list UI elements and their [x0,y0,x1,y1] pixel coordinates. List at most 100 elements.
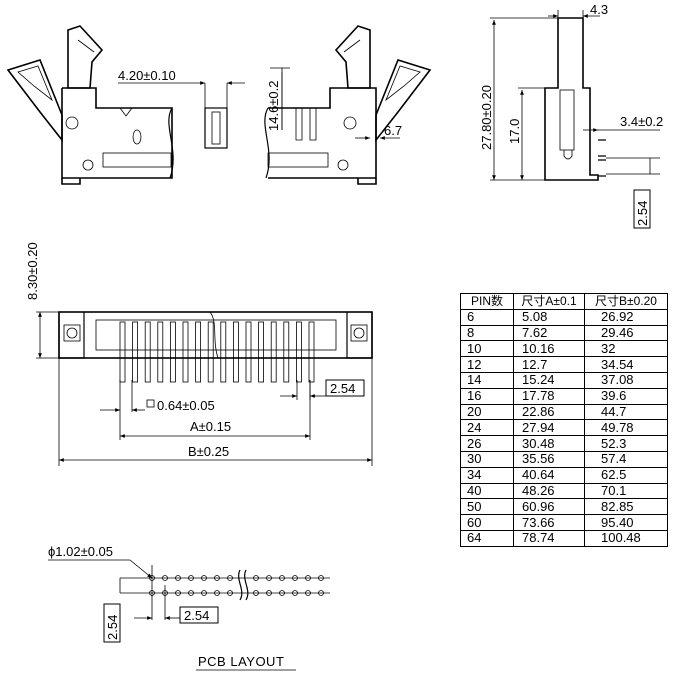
top-view: 4.20±0.10 14.6±0.2 6.7 [6,25,432,185]
cell-pin-count: 12 [460,356,514,373]
dim-b: B±0.25 [188,444,229,459]
pcb-hole [279,575,285,581]
front-pin [144,321,151,383]
pcb-hole [214,590,220,596]
right-latch-arm [334,25,371,89]
cell-dim-a: 27.94 [513,419,585,437]
dim-side-pin: 17.0 [507,119,522,144]
front-body [58,311,373,359]
cell-dim-b: 62.5 [584,466,668,484]
front-pin [195,321,202,383]
pcb-hole [266,590,272,596]
pcb-hole [162,575,168,581]
cell-dim-a: 78.74 [513,529,585,547]
front-pin [220,321,227,383]
pcb-hole [227,590,233,596]
dim-pin-size: 0.64±0.05 [157,398,215,413]
dim-front-pitch: 2.54 [330,381,355,396]
dim-front-height: 8.30±0.20 [25,242,40,300]
pcb-holes [149,575,324,596]
dim-side-width: 4.3 [590,2,608,17]
pcb-hole [201,590,207,596]
pcb-hole [162,590,168,596]
side-body [544,17,599,181]
front-pin [182,321,189,383]
pcb-hole [318,575,324,581]
header-dim-b: 尺寸B±0.20 [584,293,668,310]
dim-a: A±0.15 [190,419,231,434]
body-right [268,87,377,179]
side-view: 4.3 27.80±0.20 17.0 3.4±0.2 2.54 [479,2,663,229]
front-pin [283,321,290,383]
cell-dim-b: 32 [584,340,668,358]
front-pin [245,321,252,383]
cell-pin-count: 6 [460,308,514,326]
cell-pin-count: 20 [460,403,514,421]
cell-dim-b: 100.48 [584,529,668,547]
cell-pin-count: 10 [460,340,514,358]
cell-dim-b: 57.4 [584,450,668,468]
cell-dim-a: 10.16 [513,340,585,358]
pcb-hole [253,590,259,596]
pcb-hole [214,575,220,581]
front-pins [119,321,315,383]
cell-pin-count: 40 [460,482,514,500]
front-pin [132,321,139,383]
pcb-hole [201,575,207,581]
cell-pin-count: 34 [460,466,514,484]
pcb-hole [266,575,272,581]
front-pin [270,321,277,383]
cell-dim-b: 26.92 [584,308,668,326]
cell-dim-a: 48.26 [513,482,585,500]
pcb-hole [175,590,181,596]
cell-pin-count: 14 [460,371,514,389]
front-pin [119,321,126,383]
cell-pin-count: 8 [460,324,514,342]
cell-dim-b: 49.78 [584,419,668,437]
cell-dim-b: 95.40 [584,514,668,531]
cell-dim-a: 12.7 [513,356,585,373]
pcb-hole [279,590,285,596]
dim-top-side: 6.7 [384,123,402,138]
table-header-row: PIN数 尺寸A±0.1 尺寸B±0.20 [460,293,668,310]
front-pin [308,321,315,383]
front-pin [157,321,164,383]
dim-side-total: 27.80±0.20 [479,85,494,150]
dim-top-height: 14.6±0.2 [266,80,281,131]
left-latch-arm [67,25,104,89]
pcb-hole [318,590,324,596]
cell-dim-b: 37.08 [584,371,668,389]
header-pin-count: PIN数 [460,293,514,310]
cell-dim-a: 17.78 [513,387,585,405]
cell-dim-b: 39.6 [584,387,668,405]
dim-side-pitch: 2.54 [635,201,650,226]
cell-dim-a: 30.48 [513,435,585,452]
cell-pin-count: 24 [460,419,514,437]
cell-dim-b: 82.85 [584,498,668,516]
pcb-hole [305,575,311,581]
header-dim-a: 尺寸A±0.1 [513,293,585,310]
pcb-hole [188,590,194,596]
cell-dim-a: 73.66 [513,514,585,531]
dim-hole-dia: ϕ1.02±0.05 [48,544,113,559]
cell-dim-a: 22.86 [513,403,585,421]
cell-dim-a: 35.56 [513,450,585,468]
front-pin [295,321,302,383]
cell-pin-count: 60 [460,514,514,531]
cell-pin-count: 50 [460,498,514,516]
body-left [61,87,173,179]
cell-dim-b: 70.1 [584,482,668,500]
